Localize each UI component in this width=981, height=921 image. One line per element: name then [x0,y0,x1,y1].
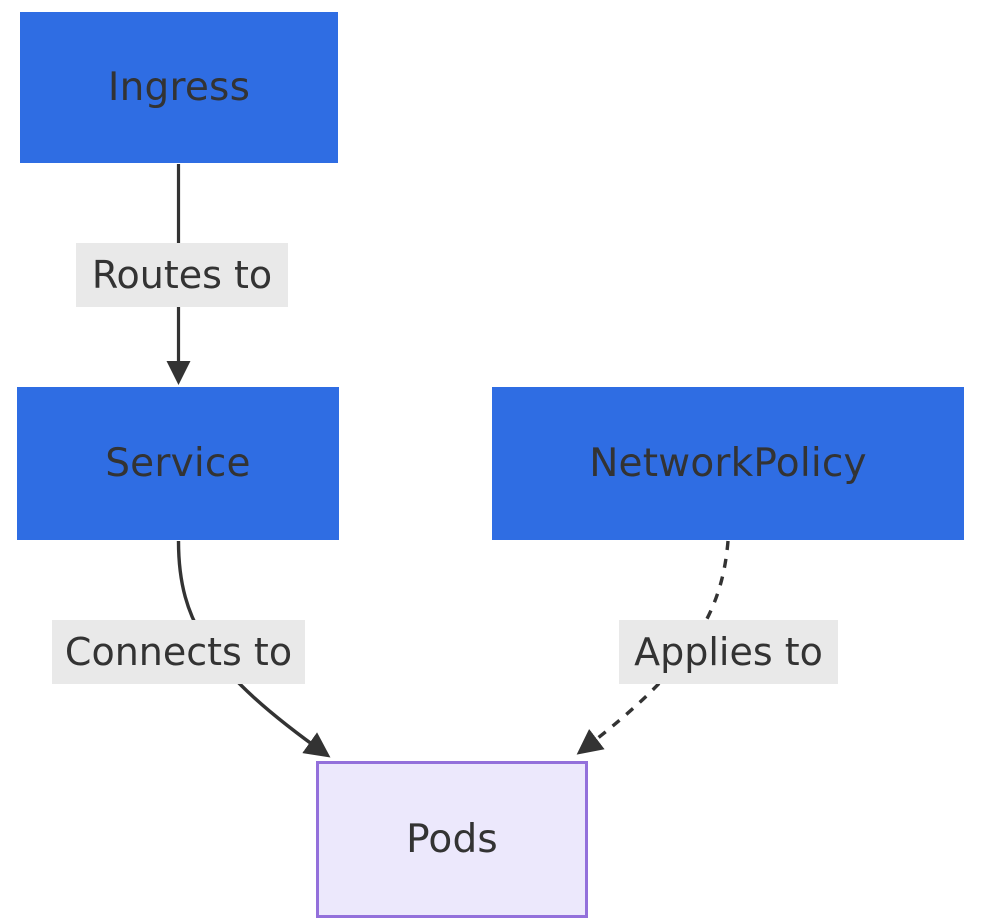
node-ingress-label: Ingress [107,65,251,110]
edge-label-connects-to: Connects to [52,620,305,684]
node-networkpolicy[interactable]: NetworkPolicy [492,387,964,540]
node-pods[interactable]: Pods [316,761,588,918]
node-service-label: Service [105,441,251,486]
node-pods-label: Pods [406,817,498,862]
edge-label-routes-to: Routes to [76,243,288,307]
node-service[interactable]: Service [17,387,339,540]
edge-label-applies-to: Applies to [619,620,838,684]
node-networkpolicy-label: NetworkPolicy [589,441,867,486]
node-ingress[interactable]: Ingress [20,12,338,163]
